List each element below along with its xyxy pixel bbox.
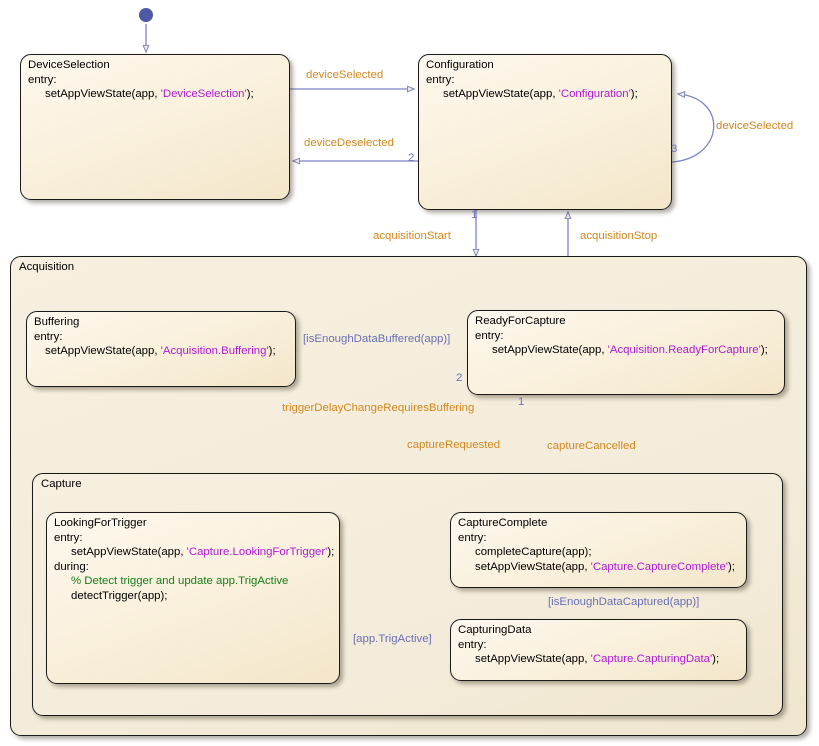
transition-order-device-deselected: 2 [408,152,415,164]
state-capturing-data-body: CapturingData entry: setAppViewState(app… [458,623,742,667]
state-ready-for-capture[interactable]: ReadyForCapture entry: setAppViewState(a… [467,310,785,395]
state-capture-complete-body: CaptureComplete entry: completeCapture(a… [458,516,742,574]
state-capture-complete-entry-pre: setAppViewState(app, [475,560,591,573]
default-transition-junction-root [139,8,153,22]
state-capturing-data-entry-pre: setAppViewState(app, [475,653,591,666]
transition-label-is-enough-data-buffered[interactable]: [isEnoughDataBuffered(app)] [303,333,451,345]
state-ready-for-capture-name: ReadyForCapture [475,315,566,327]
state-ready-for-capture-body: ReadyForCapture entry: setAppViewState(a… [475,314,780,358]
state-capturing-data-entry-string: 'Capture.CapturingData' [590,653,713,666]
state-buffering-entry-string: 'Acquisition.Buffering' [160,345,269,358]
state-configuration-body: Configuration entry: setAppViewState(app… [426,58,667,102]
state-configuration-name: Configuration [426,59,494,71]
transition-label-capture-requested[interactable]: captureRequested [407,439,501,451]
transition-order-device-selected-self: 3 [671,143,678,155]
superstate-acquisition-name: Acquisition [19,261,75,273]
state-looking-for-trigger-during-comment: % Detect trigger and update app.TrigActi… [71,575,289,588]
transition-label-device-deselected[interactable]: deviceDeselected [304,137,394,149]
state-looking-for-trigger-name: LookingForTrigger [54,517,147,529]
state-device-selection-entry-label: entry: [28,73,57,86]
transition-label-capture-cancelled[interactable]: captureCancelled [547,440,636,452]
state-device-selection-entry-string: 'DeviceSelection' [160,88,247,101]
state-capturing-data-entry-post: ); [712,653,720,666]
state-configuration-entry-string: 'Configuration' [558,88,631,101]
state-capturing-data-entry-label: entry: [458,638,487,651]
state-buffering-entry-pre: setAppViewState(app, [45,345,161,358]
state-buffering[interactable]: Buffering entry: setAppViewState(app, 'A… [26,311,296,387]
state-capture-complete-entry-string: 'Capture.CaptureComplete' [590,560,728,573]
state-buffering-name: Buffering [34,316,80,328]
transition-label-device-selected-self[interactable]: deviceSelected [716,120,794,132]
state-capture-complete[interactable]: CaptureComplete entry: completeCapture(a… [450,512,747,588]
state-configuration-entry-label: entry: [426,73,455,86]
state-buffering-entry-label: entry: [34,330,63,343]
transition-order-acquisition-start: 1 [471,209,478,221]
state-looking-for-trigger-during-line2: detectTrigger(app); [71,589,168,602]
state-looking-for-trigger-body: LookingForTrigger entry: setAppViewState… [54,516,335,604]
transition-label-trigger-delay-change[interactable]: triggerDelayChangeRequiresBuffering [282,402,475,414]
state-ready-for-capture-entry-pre: setAppViewState(app, [492,344,608,357]
state-buffering-body: Buffering entry: setAppViewState(app, 'A… [34,315,291,359]
state-device-selection-entry-pre: setAppViewState(app, [45,88,161,101]
state-capture-complete-entry-label: entry: [458,531,487,544]
state-capture-complete-entry-line1: completeCapture(app); [475,546,592,559]
state-ready-for-capture-entry-string: 'Acquisition.ReadyForCapture' [607,344,761,357]
state-capturing-data[interactable]: CapturingData entry: setAppViewState(app… [450,619,747,681]
transition-order-capture-requested: 1 [518,396,525,408]
transition-label-acquisition-stop[interactable]: acquisitionStop [580,230,658,242]
state-ready-for-capture-entry-label: entry: [475,329,504,342]
state-configuration-entry-post: ); [630,88,638,101]
state-ready-for-capture-entry-post: ); [760,344,768,357]
state-looking-for-trigger[interactable]: LookingForTrigger entry: setAppViewState… [46,512,340,684]
state-device-selection-entry-post: ); [246,88,254,101]
state-capture-complete-entry-post: ); [727,560,735,573]
state-configuration[interactable]: Configuration entry: setAppViewState(app… [418,54,672,210]
transition-order-trigger-delay-change: 2 [456,372,463,384]
state-looking-for-trigger-entry-string: 'Capture.LookingForTrigger' [186,546,328,559]
state-looking-for-trigger-entry-label: entry: [54,531,83,544]
state-looking-for-trigger-during-label: during: [54,560,89,573]
state-device-selection-name: DeviceSelection [28,59,110,71]
state-capturing-data-name: CapturingData [458,624,532,636]
state-looking-for-trigger-entry-pre: setAppViewState(app, [71,546,187,559]
state-buffering-entry-post: ); [268,345,276,358]
transition-label-acquisition-start[interactable]: acquisitionStart [373,230,451,242]
transition-label-device-selected[interactable]: deviceSelected [306,69,384,81]
transition-label-app-trig-active[interactable]: [app.TrigActive] [353,633,432,645]
state-device-selection-body: DeviceSelection entry: setAppViewState(a… [28,58,285,102]
state-configuration-entry-pre: setAppViewState(app, [443,88,559,101]
state-capture-complete-name: CaptureComplete [458,517,548,529]
state-device-selection[interactable]: DeviceSelection entry: setAppViewState(a… [20,54,290,200]
superstate-capture-name: Capture [41,478,82,490]
transition-label-is-enough-data-captured[interactable]: [isEnoughDataCaptured(app)] [548,596,700,608]
state-looking-for-trigger-entry-post: ); [327,546,335,559]
